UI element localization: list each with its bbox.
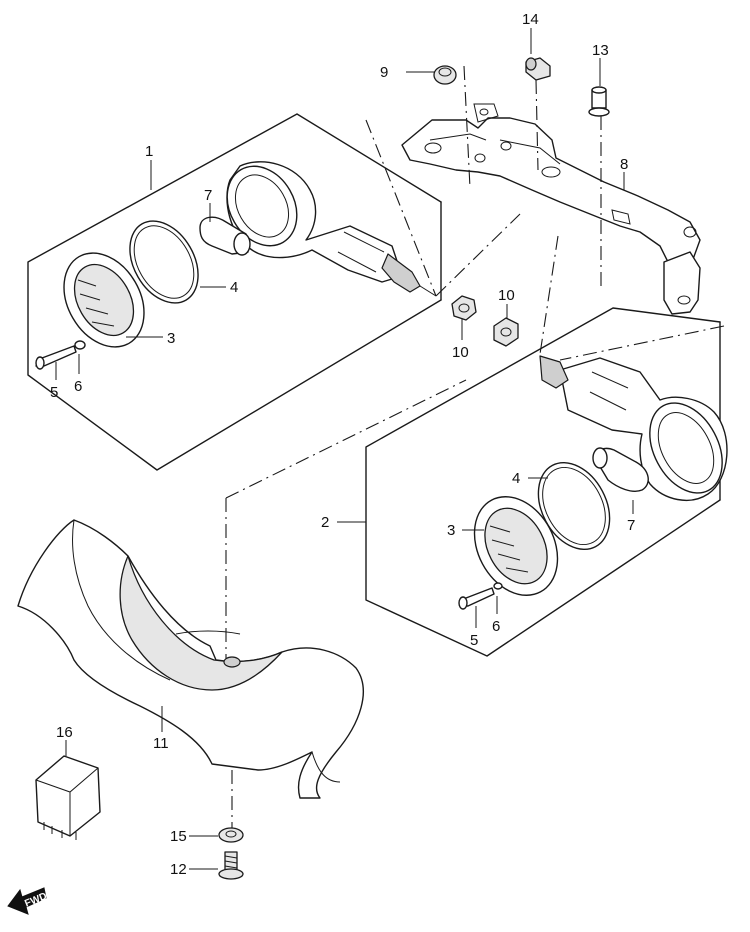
bracket bbox=[401, 103, 701, 315]
callout-1: 1 bbox=[145, 143, 153, 160]
callout-2: 2 bbox=[321, 514, 329, 531]
callout-16: 16 bbox=[56, 724, 73, 741]
callout-14: 14 bbox=[522, 11, 539, 28]
right-lens bbox=[473, 496, 559, 596]
fwd-arrow-icon: FWD bbox=[7, 887, 49, 915]
collar-9 bbox=[433, 65, 457, 85]
right-signal-housing bbox=[539, 355, 728, 501]
callout-5-right: 5 bbox=[470, 632, 478, 649]
callout-7-left: 7 bbox=[204, 187, 212, 204]
callout-8: 8 bbox=[620, 156, 628, 173]
washer-15 bbox=[218, 827, 244, 843]
left-bulb bbox=[199, 216, 251, 256]
bolt-14 bbox=[525, 57, 551, 81]
callout-3-right: 3 bbox=[447, 522, 455, 539]
callout-4-left: 4 bbox=[230, 279, 238, 296]
right-bulb bbox=[592, 447, 649, 492]
callouts: 1 2 3 3 4 4 5 5 6 6 7 7 8 9 10 10 11 12 … bbox=[50, 11, 635, 878]
assembly-box-left bbox=[27, 113, 442, 471]
callout-10-left: 10 bbox=[452, 344, 469, 361]
nut-10-left bbox=[451, 295, 477, 321]
callout-13: 13 bbox=[592, 42, 609, 59]
callout-5-left: 5 bbox=[50, 384, 58, 401]
sleeve-13 bbox=[588, 86, 610, 117]
right-screw bbox=[458, 582, 503, 610]
relay bbox=[35, 755, 101, 840]
callout-10-right: 10 bbox=[498, 287, 515, 304]
nut-10-right bbox=[493, 317, 519, 347]
callout-7-right: 7 bbox=[627, 517, 635, 534]
left-lens bbox=[63, 252, 145, 348]
callout-9: 9 bbox=[380, 64, 388, 81]
callout-3-left: 3 bbox=[167, 330, 175, 347]
cover bbox=[17, 519, 364, 799]
center-lines bbox=[225, 65, 725, 830]
callout-15: 15 bbox=[170, 828, 187, 845]
callout-11: 11 bbox=[153, 735, 169, 752]
leader-lines bbox=[55, 28, 634, 870]
callout-6-left: 6 bbox=[74, 378, 82, 395]
callout-4-right: 4 bbox=[512, 470, 520, 487]
left-screw bbox=[35, 340, 86, 370]
callout-6-right: 6 bbox=[492, 618, 500, 635]
screw-12 bbox=[218, 851, 244, 880]
left-gasket bbox=[129, 220, 199, 304]
left-signal-housing bbox=[226, 161, 437, 297]
fwd-label: FWD bbox=[23, 891, 48, 910]
callout-12: 12 bbox=[170, 861, 187, 878]
